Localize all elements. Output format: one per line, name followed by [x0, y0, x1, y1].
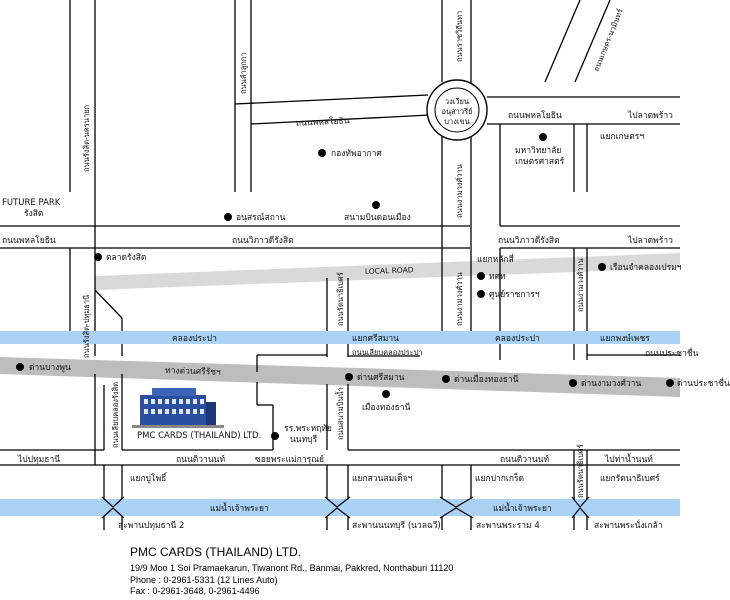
road-phahonyothin-left: ถนนพหลโยธิน	[2, 235, 56, 246]
place-government-center: ศูนย์ราชการฯ	[489, 289, 540, 300]
place-future-park-1: FUTURE PARK	[2, 198, 61, 208]
junction-lat-phrao-mid: ไปลาดพร้าว	[627, 235, 673, 246]
road-ratchawithi-top: ถนนราชวิถีนทา	[455, 11, 464, 62]
road-express: ทางด่วนศรีรัชฯ	[165, 365, 221, 378]
footer-address: 19/9 Moo 1 Soi Pramaekarun, Tiwanont Rd.…	[130, 563, 454, 573]
toll-si-saman: ด่านศรีสมาน	[357, 372, 405, 383]
road-phahonyothin-top: ถนนพหลโยธิน	[296, 115, 350, 129]
bridge-marks	[101, 496, 590, 519]
junction-tha-nam-non: ไปท่าน้ำนนท์	[604, 453, 653, 465]
place-tot: ทศท	[489, 272, 506, 282]
river-left: แม่น้ำเจ้าพระยา	[210, 502, 269, 514]
road-tiwanon-left: ถนนติวานนท์	[176, 454, 225, 465]
local-road-band	[95, 253, 680, 290]
road-liap-khlong-prapa: ถนนเลียบคลองประปา	[352, 348, 423, 357]
chao-phraya-river	[0, 499, 680, 516]
road-liap-khlong-rangsit: ถนนเลียบคลองรังสิต	[111, 382, 120, 448]
place-rr-phra-hathai-2: นนทบุรี	[290, 434, 318, 445]
road-vibhavadi-left: ถนนวิภาวดีรังสิต	[232, 235, 294, 246]
junction-lak-si: แยกหลักสี่	[477, 253, 515, 265]
place-kong-thap-akat: กองทัพอากาศ	[331, 149, 382, 159]
place-don-mueang: สนามบินดอนเมือง	[344, 212, 411, 223]
footer-phone: Phone : 0-2961-5331 (12 Lines Auto)	[130, 574, 278, 585]
river-right: แม่น้ำเจ้าพระยา	[493, 502, 552, 514]
road-vibhavadi-right: ถนนวิภาวดีรังสิต	[498, 235, 560, 246]
location-dots	[16, 133, 674, 440]
toll-muang-thong: ด่านเมืองทองธานี	[454, 374, 519, 385]
road-network	[0, 0, 680, 530]
road-local-road: LOCAL ROAD	[365, 265, 414, 276]
toll-bang-phun: ด่านบางพูน	[29, 363, 71, 373]
road-tiwanon-right: ถนนติวานนท์	[500, 454, 549, 465]
bridge-nonthaburi: สะพานนนทบุรี (นวลฉวี)	[352, 520, 441, 531]
road-lam-luk-ka: ถนนลำลูกกา	[239, 53, 248, 95]
place-pmc-on-map: PMC CARDS (THAILAND) LTD.	[137, 431, 261, 441]
road-sanambin: ถนนสนามบินน้ำ	[335, 387, 345, 440]
junction-victory-2: อนุสาวรีย์	[441, 107, 472, 116]
road-phahonyothin-right: ถนนพหลโยธิน	[508, 110, 562, 121]
road-rattanathibet-bottom: ถนนรัตนาธิเบศร์	[576, 444, 585, 498]
pmc-building-icon	[132, 388, 224, 428]
place-kasetsart-1: มหาวิทยาลัย	[515, 146, 561, 156]
road-rattanathibet-mid: ถนนรัตนาธิเบศร์	[336, 272, 345, 326]
canal-khlong-prapa-right: คลองประปา	[495, 334, 540, 344]
junction-lat-phrao-top: ไปลาดพร้าว	[627, 110, 673, 121]
road-rangsit-nakhon-nayok: ถนนรังสิต-นครนายก	[82, 105, 91, 172]
footer-company-name: PMC CARDS (THAILAND) LTD.	[130, 545, 302, 559]
place-future-park-2: รังสิต	[24, 209, 43, 219]
khlong-prapa-canal	[0, 331, 680, 344]
place-anusorn-sathan: อนุสรณ์สถาน	[236, 212, 286, 223]
junction-victory-3: บางเขน	[444, 117, 469, 126]
si-rat-expressway	[0, 357, 680, 397]
place-ruean-jam: เรือนจำคลองเปรมฯ	[610, 262, 682, 273]
junction-suan-somdet: แยกสวนสมเด็จฯ	[352, 472, 413, 484]
junction-to-pathum-thani: ไปปทุมธานี	[17, 454, 60, 465]
road-ngam-wong-wan-top: ถนนงามวงศ์วาน	[455, 164, 464, 218]
bridge-phra-ram-4: สะพานพระราม 4	[476, 521, 540, 531]
place-kasetsart-2: เกษตรศาสตร์	[515, 156, 565, 167]
road-ngam-wong-wan-right: ถนนงามวงศ์วาน	[576, 258, 585, 312]
canal-khlong-prapa-left: คลองประปา	[172, 334, 217, 344]
junction-bu-phot: แยกบู่โพธิ์	[130, 472, 168, 484]
road-kaset-nawamin: ถนนเกษตร-นวมินทร์	[592, 7, 625, 72]
road-rangsit-pathum: ถนนรังสิต-ปทุมธานี	[82, 295, 91, 358]
place-muang-thong-thani: เมืองทองธานี	[362, 402, 411, 413]
toll-prachachuen: ด่านประชาชื่น	[677, 377, 730, 389]
road-ngam-wong-wan-mid: ถนนงามวงศ์วาน	[455, 272, 464, 326]
junction-kaset: แยกเกษตรฯ	[600, 132, 644, 142]
bridge-phra-nang-klao: สะพานพระนั่งเกล้า	[594, 519, 663, 531]
junction-rattanathibet: แยกรัตนาธิเบศร์	[600, 473, 660, 484]
place-rr-phra-hathai-1: รร.พระหฤทัย	[284, 424, 332, 434]
toll-ngam-wong-wan: ด่านงามวงศ์วาน	[581, 378, 641, 389]
road-soi-phra-mae: ซอยพระแม่การุณย์	[255, 454, 324, 465]
junction-pong-phet: แยกพงษ์เพชร	[600, 333, 650, 344]
bridge-pathum-thani-2: สะพานปทุมธานี 2	[118, 520, 184, 531]
footer-fax: Fax : 0-2961-3648, 0-2961-4496	[130, 586, 260, 596]
junction-pak-kret: แยกปากเกร็ด	[475, 472, 524, 484]
road-prachachuen-top: ถนนประชาชื่น	[645, 347, 699, 359]
junction-victory-1: วงเวียน	[445, 97, 469, 106]
place-talat-rangsit: ตลาดรังสิต	[106, 253, 146, 263]
junction-si-saman: แยกศรีสมาน	[352, 333, 399, 344]
company-footer: PMC CARDS (THAILAND) LTD. 19/9 Moo 1 Soi…	[130, 545, 453, 598]
